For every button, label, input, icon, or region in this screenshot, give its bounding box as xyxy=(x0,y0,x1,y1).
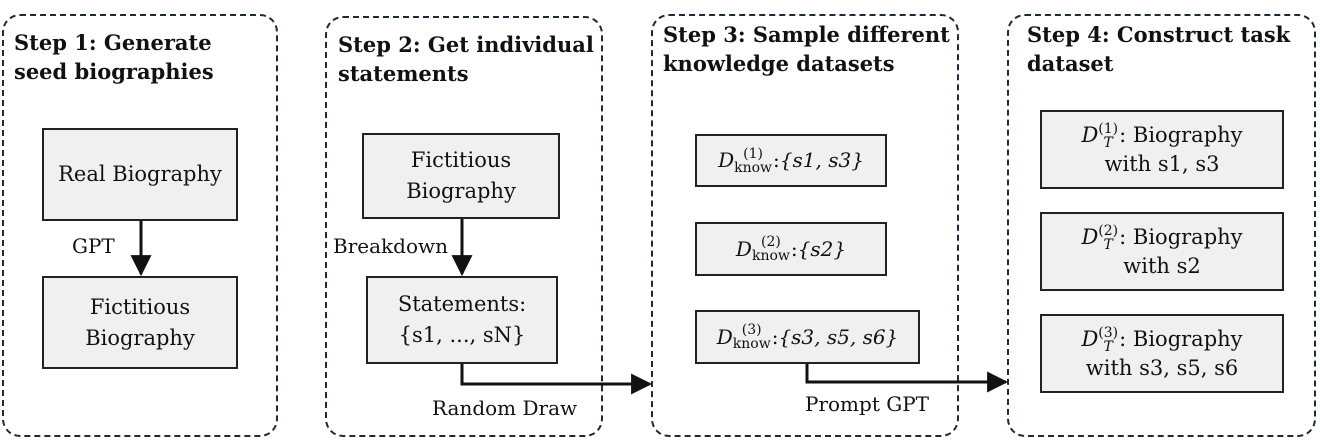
task-3-text: Biography xyxy=(1132,326,1243,351)
dataset-3-index: (3) xyxy=(741,322,762,338)
dataset-1-index: (1) xyxy=(743,145,763,162)
dataset-3-box: D (3)know : {s3, s5, s6} xyxy=(695,310,920,364)
step1-title: Step 1: Generate seed biographies xyxy=(14,30,214,84)
task-3-with: with s3, s5, s6 xyxy=(1085,356,1239,381)
dataset-2-subscript: know xyxy=(751,248,790,264)
dataset-3-subscript: know xyxy=(732,336,771,352)
task-2-subscript: T xyxy=(1103,237,1113,254)
step4-title: Step 4: Construct task dataset xyxy=(1027,22,1291,76)
task-2-symbol: D xyxy=(1081,224,1099,249)
task-2-with: with s2 xyxy=(1123,254,1201,279)
dataset-1-box: D (1)know : {s1, s3} xyxy=(695,134,887,187)
task-1-with: with s1, s3 xyxy=(1104,152,1220,177)
task-3-index: (3) xyxy=(1098,325,1119,342)
dataset-3-set: {s3, s5, s6} xyxy=(778,324,899,349)
dataset-1-set: {s1, s3} xyxy=(779,148,864,172)
step1-panel xyxy=(2,14,278,437)
dataset-2-box: D (2)know : {s2} xyxy=(695,222,887,276)
statements-label: Statements: xyxy=(397,292,527,316)
step1-fictitious-biography-label: Fictitious Biography xyxy=(85,294,195,350)
task-3-symbol: D xyxy=(1081,326,1099,351)
prompt-gpt-label: Prompt GPT xyxy=(805,392,929,416)
dataset-2-index: (2) xyxy=(761,234,781,250)
real-biography-label: Real Biography xyxy=(58,162,222,186)
step2-title: Step 2: Get individual statements xyxy=(338,32,594,86)
dataset-2-symbol: D xyxy=(735,236,752,261)
task-2-text: Biography xyxy=(1132,224,1243,249)
task-1-symbol: D xyxy=(1081,122,1099,147)
step1-fictitious-biography-box: Fictitious Biography xyxy=(42,276,238,369)
dataset-1-subscript: know xyxy=(734,159,773,176)
statements-set: {s1, ..., sN} xyxy=(398,323,526,347)
task-1-subscript: T xyxy=(1103,135,1113,152)
statements-box: Statements: {s1, ..., sN} xyxy=(366,276,558,364)
dataset-1-symbol: D xyxy=(718,148,735,172)
task-3-box: D(3)T: Biography with s3, s5, s6 xyxy=(1040,314,1284,393)
gpt-label: GPT xyxy=(72,234,115,258)
step3-title: Step 3: Sample different knowledge datas… xyxy=(663,22,950,76)
step2-fictitious-biography-label: Fictitious Biography xyxy=(406,148,516,203)
step3-panel xyxy=(651,14,959,437)
task-3-subscript: T xyxy=(1103,339,1113,356)
task-2-index: (2) xyxy=(1098,223,1119,240)
breakdown-label: Breakdown xyxy=(333,234,448,258)
random-draw-label: Random Draw xyxy=(432,396,578,420)
task-1-text: Biography xyxy=(1132,122,1243,147)
step2-panel xyxy=(325,16,603,437)
task-2-box: D(2)T: Biography with s2 xyxy=(1040,212,1284,291)
step2-fictitious-biography-box: Fictitious Biography xyxy=(362,133,560,219)
task-1-box: D(1)T: Biography with s1, s3 xyxy=(1040,110,1284,189)
real-biography-box: Real Biography xyxy=(42,128,238,221)
step4-panel xyxy=(1007,14,1316,437)
dataset-3-symbol: D xyxy=(716,324,733,349)
task-1-index: (1) xyxy=(1098,121,1119,138)
dataset-2-set: {s2} xyxy=(797,236,847,261)
